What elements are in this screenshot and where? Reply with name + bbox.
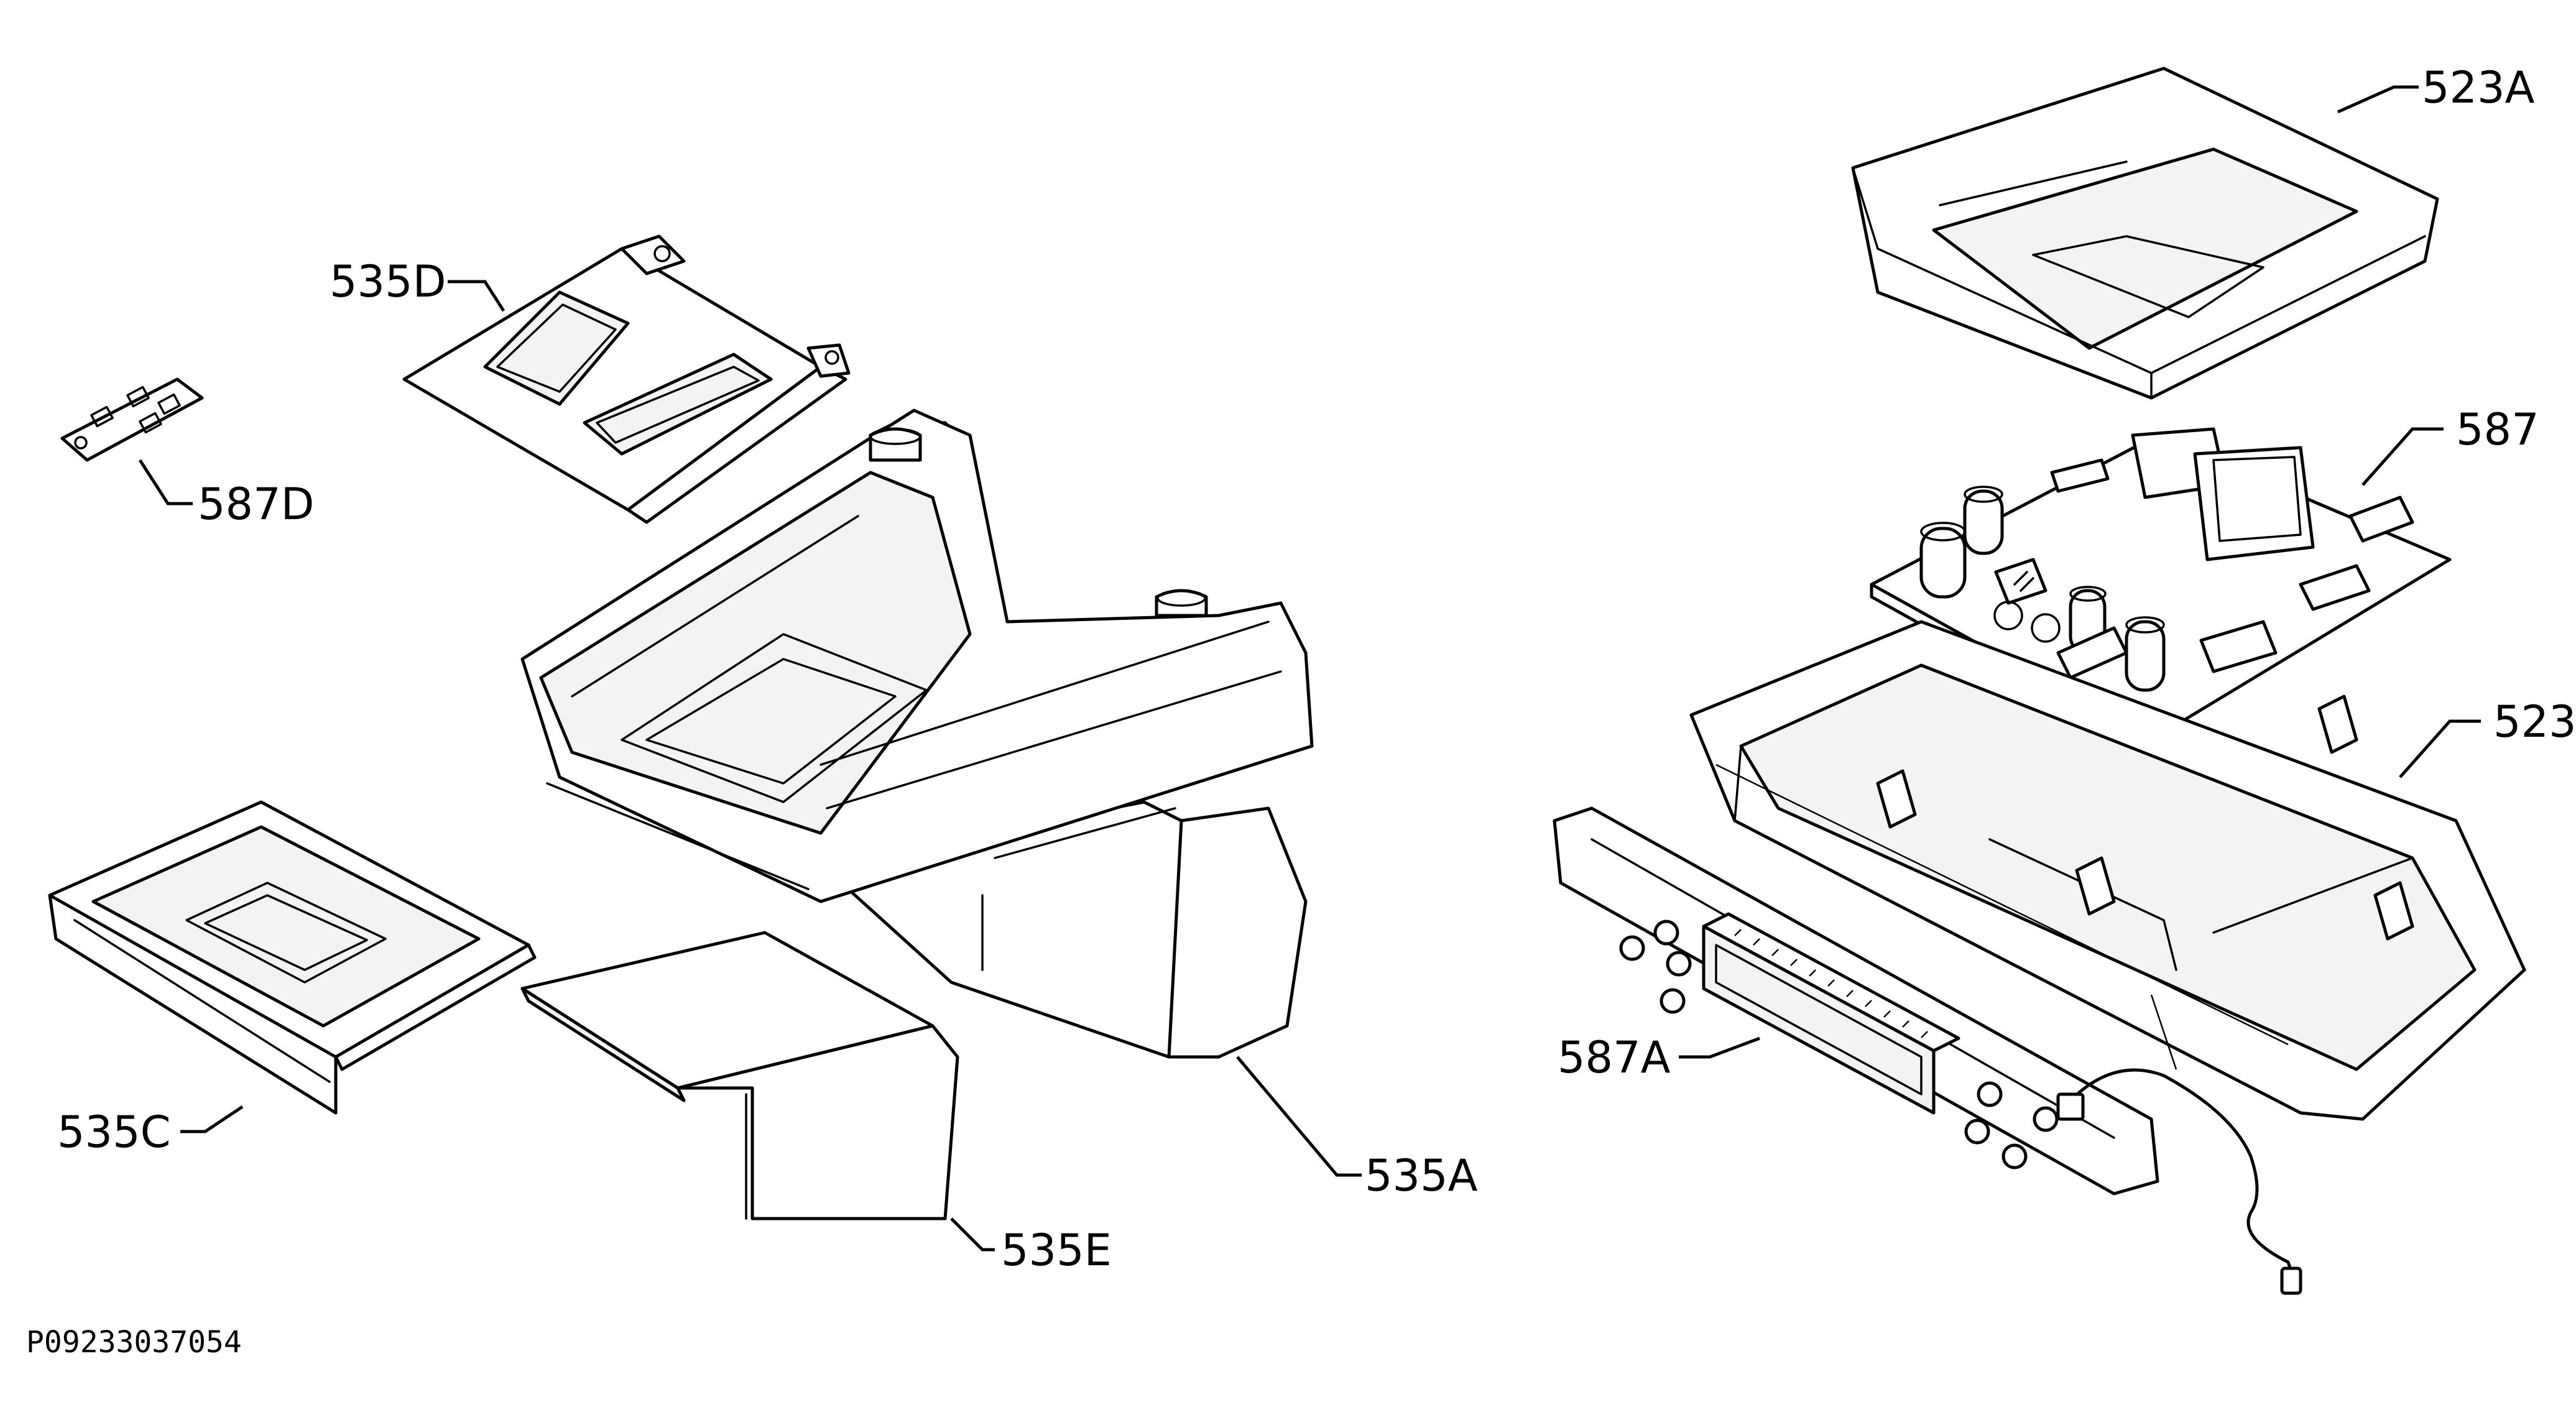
leader-587D (138, 459, 193, 505)
label-535E: 535E (1001, 1225, 1112, 1276)
part-587D-keypad-board (60, 377, 204, 462)
part-535A-dispenser-housing (520, 408, 1314, 1059)
label-587A: 587A (1558, 1032, 1671, 1083)
leader-lines (138, 85, 2481, 1252)
label-535D: 535D (330, 256, 446, 307)
label-523: 523 (2493, 696, 2576, 747)
label-535C: 535C (57, 1107, 171, 1158)
leader-587A (1679, 1036, 1760, 1059)
leader-535E (950, 1217, 995, 1252)
part-535E-grille-panel (520, 931, 959, 1220)
document-id: P09233037054 (26, 1325, 242, 1360)
label-535A: 535A (1365, 1150, 1478, 1201)
label-523A: 523A (2422, 62, 2535, 113)
part-523-electronics-housing (1689, 620, 2526, 1121)
part-535D-top-cover (402, 234, 851, 524)
callout-labels: 535D 587D 535C 535E 535A 523A 587 523 58… (57, 62, 2576, 1276)
display-pins (1734, 929, 1928, 1038)
label-587D: 587D (198, 479, 315, 530)
leader-587 (2361, 427, 2444, 486)
part-535C-drip-tray (48, 800, 537, 1115)
leader-523 (2399, 719, 2481, 778)
leader-535A (1236, 1056, 1362, 1177)
push-buttons (1619, 920, 2059, 1169)
label-587: 587 (2456, 404, 2539, 455)
part-587A-display-board (1553, 806, 2302, 1295)
leader-535D (448, 280, 506, 312)
leader-523A (2337, 85, 2419, 114)
leader-535C (180, 1105, 244, 1133)
part-523A-electronics-cover (1851, 67, 2439, 400)
